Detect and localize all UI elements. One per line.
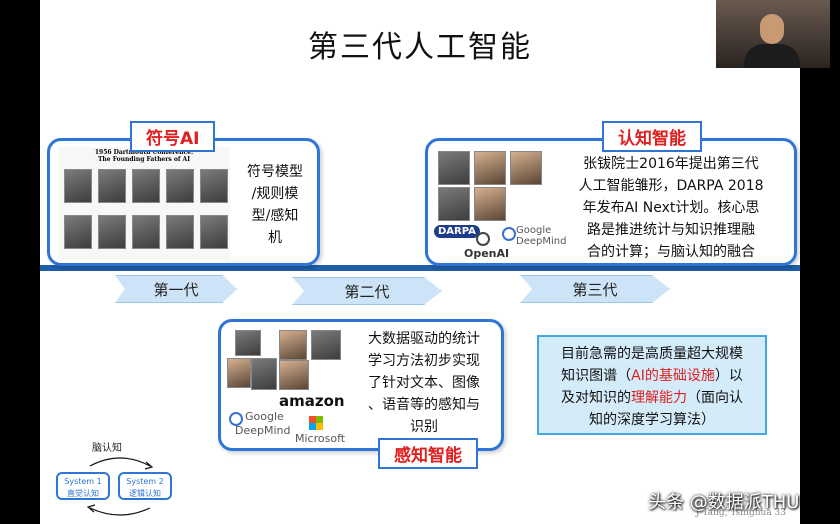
deepmind-logo-line1: Google (516, 225, 552, 236)
slide: 第三代人工智能 1956 Dartmouth Conference: The F… (40, 0, 800, 524)
portrait (132, 169, 160, 203)
portrait (166, 215, 194, 249)
brain-cognition-label: 脑认知 (92, 443, 122, 454)
deepmind-icon (502, 227, 516, 241)
cognitive-intelligence-panel: DARPA OpenAI Google DeepMind 张钹院士2016年提出… (425, 138, 797, 266)
portrait (132, 215, 160, 249)
timeline-line (40, 265, 800, 271)
collage-caption-1: 1956 Dartmouth Conference: (94, 149, 194, 156)
microsoft-logo: Microsoft (295, 432, 346, 445)
dartmouth-photo-collage: 1956 Dartmouth Conference: The Founding … (58, 147, 230, 259)
portrait (279, 360, 309, 390)
system-1-box: System 1 直觉认知 (56, 472, 110, 500)
system-1-subtitle: 直觉认知 (67, 489, 99, 498)
text-line: 路是推进统计与知识推理融 (587, 222, 755, 238)
openai-logo: OpenAI (464, 247, 510, 260)
symbolic-ai-text: 符号模型 /规则模 型/感知 机 (234, 161, 316, 249)
text-line: 张钹院士2016年提出第三代 (583, 156, 759, 172)
text-line: 了针对文本、图像 (368, 375, 480, 391)
text-line: 年发布AI Next计划。核心思 (582, 200, 760, 216)
portrait (98, 215, 126, 249)
portrait (438, 151, 470, 185)
portrait (166, 169, 194, 203)
text-line: 型/感知 (251, 208, 299, 224)
portrait (279, 330, 307, 360)
amazon-logo: amazon (279, 392, 345, 410)
text-line: 符号模型 (247, 164, 303, 180)
presenter-body (744, 44, 800, 68)
callout-line: 知识图谱（AI的基础设施）以 (539, 365, 765, 387)
callout-text: 及对知识的 (561, 390, 631, 406)
text-line: 大数据驱动的统计 (368, 331, 480, 347)
text-line: /规则模 (251, 186, 299, 202)
openai-icon (476, 232, 490, 246)
cognitive-intelligence-text: 张钹院士2016年提出第三代 人工智能雏形，DARPA 2018 年发布AI N… (548, 153, 794, 263)
portrait (64, 169, 92, 203)
system-2-title: System 2 (126, 477, 164, 486)
perceptual-intelligence-panel: amazon Google DeepMind Microsoft 大数据驱动的统… (218, 319, 504, 451)
deepmind-logo-line2: DeepMind (235, 424, 291, 437)
portrait (438, 187, 470, 221)
cognitive-intelligence-tag: 认知智能 (602, 121, 702, 152)
portrait (200, 169, 228, 203)
slide-footer: J Tang, Tsinghua 33 (695, 508, 786, 518)
text-line: 人工智能雏形，DARPA 2018 (578, 178, 764, 194)
text-line: 学习方法初步实现 (368, 353, 480, 369)
text-line: 合的计算；与脑认知的融合 (587, 244, 755, 260)
deepmind-icon (229, 412, 243, 426)
callout-text: （面向认 (687, 390, 743, 406)
portrait (98, 169, 126, 203)
key-needs-callout: 目前急需的是高质量超大规模 知识图谱（AI的基础设施）以 及对知识的理解能力（面… (537, 335, 767, 435)
microsoft-tile (309, 416, 316, 423)
text-line: 、语音等的感知与 (368, 397, 480, 413)
portrait (64, 215, 92, 249)
portrait (474, 187, 506, 221)
callout-text: ）以 (714, 368, 743, 384)
watermark: 头条 @数据派THU (648, 492, 800, 513)
callout-line: 知的深度学习算法） (589, 412, 715, 428)
portrait (227, 358, 251, 388)
text-line: 机 (268, 230, 282, 246)
generation-1-chevron: 第一代 (115, 275, 237, 303)
system-2-box: System 2 逻辑认知 (118, 472, 172, 500)
deepmind-logo-line1: Google (245, 410, 284, 423)
generation-2-chevron: 第二代 (292, 277, 442, 305)
portrait (200, 215, 228, 249)
portrait (235, 330, 261, 356)
webcam-overlay (716, 0, 830, 68)
callout-highlight: 理解能力 (631, 390, 687, 406)
system-1-title: System 1 (64, 477, 102, 486)
callout-line: 目前急需的是高质量超大规模 (561, 346, 743, 362)
callout-line: 及对知识的理解能力（面向认 (539, 387, 765, 409)
deepmind-logo-line2: DeepMind (516, 236, 567, 247)
symbolic-ai-panel: 1956 Dartmouth Conference: The Founding … (47, 138, 320, 266)
slide-title: 第三代人工智能 (308, 30, 532, 65)
darpa-logo: DARPA (434, 225, 480, 238)
generation-3-chevron: 第三代 (520, 275, 670, 303)
microsoft-tile (316, 416, 323, 423)
system-2-subtitle: 逻辑认知 (129, 489, 161, 498)
collage-caption-2: The Founding Fathers of AI (97, 156, 191, 163)
portrait (510, 151, 542, 185)
microsoft-icon (309, 416, 323, 430)
presenter-head (760, 14, 784, 44)
portrait (251, 358, 277, 390)
microsoft-tile (316, 423, 323, 430)
callout-text: 知识图谱（ (561, 368, 632, 384)
perceptual-intelligence-text: 大数据驱动的统计 学习方法初步实现 了针对文本、图像 、语音等的感知与 识别 (349, 328, 499, 438)
symbolic-ai-tag: 符号AI (130, 121, 216, 152)
perceptual-intelligence-tag: 感知智能 (378, 438, 478, 469)
callout-highlight: AI的基础设施 (631, 368, 715, 384)
system-cycle-arrows (86, 457, 154, 516)
microsoft-tile (309, 423, 316, 430)
portrait (474, 151, 506, 185)
text-line: 识别 (410, 419, 438, 435)
portrait (311, 330, 341, 360)
